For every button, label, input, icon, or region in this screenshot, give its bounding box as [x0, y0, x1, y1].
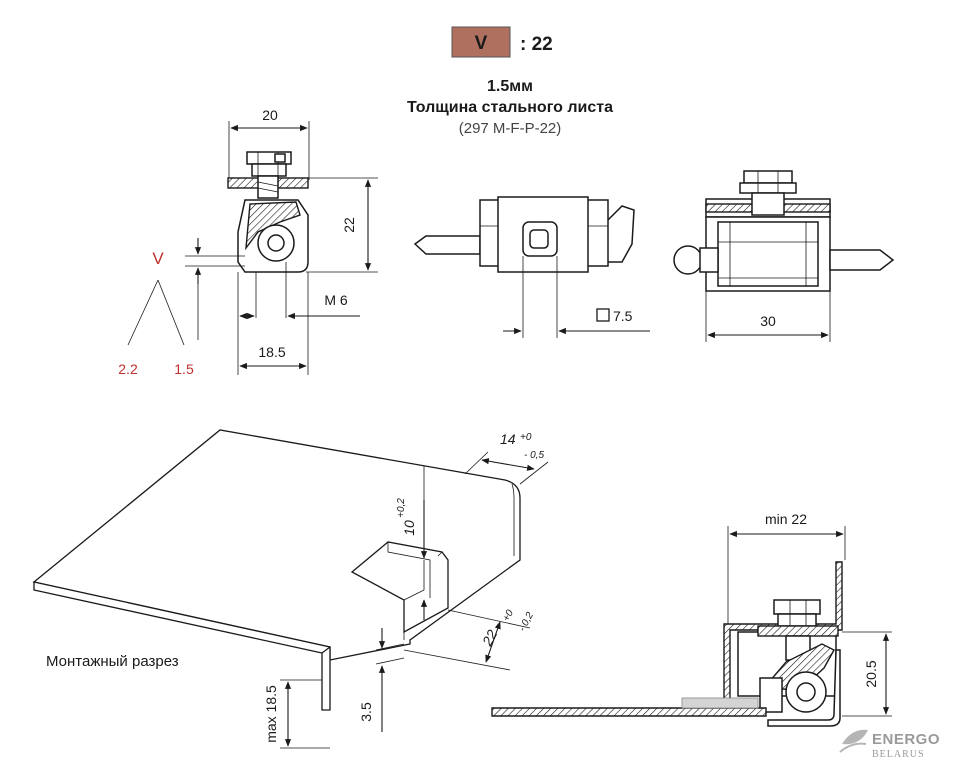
- cutout-height-tol: +0,2: [396, 498, 407, 518]
- cutout-caption: Монтажный разрез: [46, 653, 179, 670]
- front-square-label: 7.5: [613, 308, 633, 324]
- header-badge: [451, 26, 511, 58]
- front-view: 7.5: [413, 196, 650, 338]
- square-symbol-icon: [596, 308, 610, 322]
- cutout-max-height-label: max 18.5: [263, 685, 279, 743]
- side-height-label: 22: [341, 217, 357, 233]
- header-code: (297 M-F-P-22): [459, 120, 562, 137]
- install-drawing: min 22 20.5: [491, 511, 892, 727]
- side-v-label: V: [152, 249, 164, 268]
- side-thread-label: M 6: [324, 292, 348, 308]
- cutout-depth-value: 22: [478, 627, 500, 649]
- header-title: Толщина стального листа: [407, 99, 613, 116]
- side-v-max: 1.5: [174, 361, 194, 377]
- cutout-width-tol-upper: +0: [520, 432, 532, 443]
- cutout-depth-tol-upper: +0: [501, 608, 516, 624]
- cutout-height-value: 10: [401, 520, 417, 536]
- header-badge-value: : 22: [520, 34, 553, 55]
- cutout-depth-tol-lower: - 0,2: [517, 610, 536, 633]
- leaf-icon: [839, 729, 868, 753]
- header-thickness: 1.5мм: [487, 78, 533, 95]
- cutout-offset-label: 3.5: [358, 702, 374, 722]
- side-v-min: 2.2: [118, 361, 138, 377]
- side-view: 20 22 V 2.2 1.5: [118, 107, 378, 377]
- install-height-label: 20.5: [863, 660, 879, 687]
- install-min-width-label: min 22: [765, 511, 807, 527]
- logo: ENERGO BELARUS: [839, 729, 940, 760]
- header-badge-letter: V: [475, 33, 488, 54]
- header: V : 22 1.5мм Толщина стального листа (29…: [407, 26, 613, 137]
- side-width-label: 20: [262, 107, 278, 123]
- logo-name: ENERGO: [872, 731, 940, 748]
- top-length-label: 30: [760, 313, 776, 329]
- cutout-width-value: 14: [500, 431, 516, 447]
- side-depth-label: 18.5: [258, 344, 285, 360]
- logo-sub: BELARUS: [872, 749, 925, 760]
- cutout-drawing: 14 +0 - 0,5 10 +0,2 22 +0 - 0,2 3.5 max …: [32, 429, 549, 749]
- cutout-width-tol-lower: - 0,5: [524, 450, 544, 461]
- top-view: 30: [673, 170, 895, 342]
